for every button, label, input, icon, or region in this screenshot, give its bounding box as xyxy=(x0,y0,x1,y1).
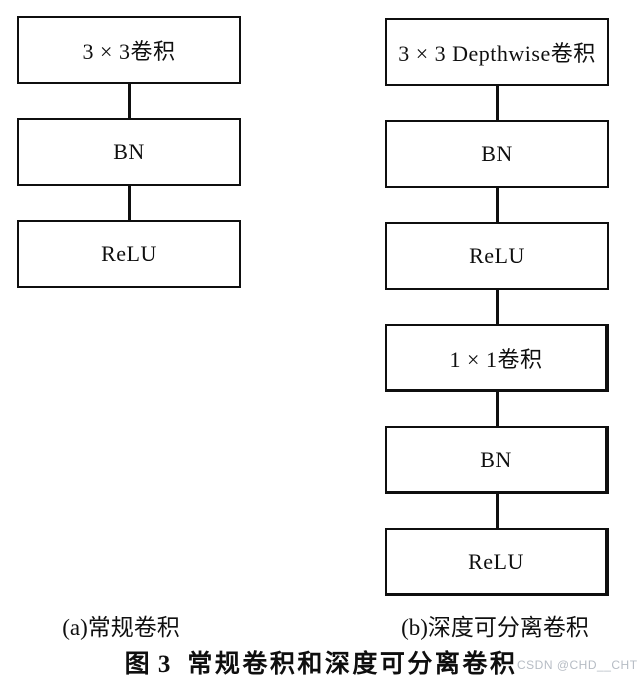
node-label: ReLU xyxy=(468,548,524,574)
node-label: 1 × 1卷积 xyxy=(449,346,543,372)
node-box-conv1x1: 1 × 1卷积 xyxy=(385,324,609,392)
node-box-conv3x3: 3 × 3卷积 xyxy=(17,16,241,84)
node-box-bn: BN xyxy=(17,118,241,186)
node-label: 3 × 3卷积 xyxy=(82,39,176,64)
node-label: BN xyxy=(113,139,145,164)
node-box-depthwise-conv: 3 × 3 Depthwise卷积 xyxy=(385,18,609,86)
node-label: 3 × 3 Depthwise卷积 xyxy=(398,41,596,66)
figure-caption: 图 3 常规卷积和深度可分离卷积 xyxy=(0,644,642,680)
node-box-relu: ReLU xyxy=(17,220,241,288)
node-label: ReLU xyxy=(469,243,525,268)
node-box-bn-2: BN xyxy=(385,426,609,494)
connector-line xyxy=(495,392,499,426)
connector-line xyxy=(495,86,499,120)
depthwise-conv-flow: 3 × 3 Depthwise卷积 BN ReLU 1 × 1卷积 BN ReL… xyxy=(385,18,609,596)
connector-line xyxy=(127,186,131,220)
caption-a: (a)常规卷积 xyxy=(62,615,180,640)
connector-line xyxy=(495,290,499,324)
connector-line xyxy=(127,84,131,118)
conventional-conv-flow: 3 × 3卷积 BN ReLU xyxy=(17,16,241,288)
caption-b: (b)深度可分离卷积 xyxy=(401,615,589,640)
node-box-relu-2: ReLU xyxy=(385,528,609,596)
node-box-relu: ReLU xyxy=(385,222,609,290)
connector-line xyxy=(495,188,499,222)
node-label: ReLU xyxy=(101,241,157,266)
figure-number: 图 3 xyxy=(124,651,172,678)
figure-title: 常规卷积和深度可分离卷积 xyxy=(187,651,518,678)
watermark: CSDN @CHD__CHT xyxy=(517,658,638,672)
node-label: BN xyxy=(481,141,513,166)
node-box-bn: BN xyxy=(385,120,609,188)
connector-line xyxy=(495,494,499,528)
node-label: BN xyxy=(480,446,512,472)
